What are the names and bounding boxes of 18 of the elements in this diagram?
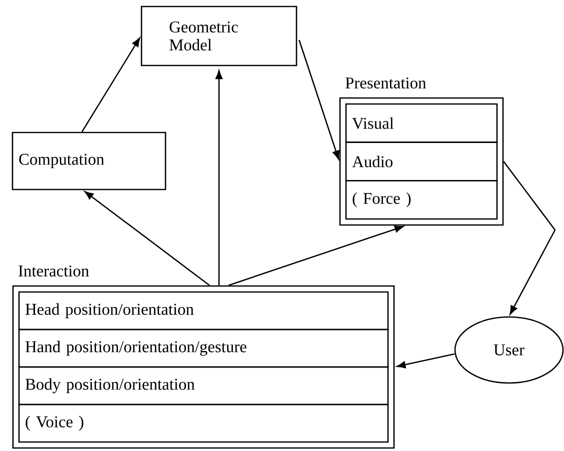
process-box: Geometric Model bbox=[140, 6, 298, 66]
arrow bbox=[215, 70, 223, 286]
group-heading: Presentation bbox=[345, 77, 426, 88]
list-row: Hand position/orientation/gesture bbox=[18, 328, 389, 368]
arrow bbox=[228, 226, 404, 286]
list-row: Audio bbox=[345, 142, 498, 182]
arrow bbox=[81, 38, 140, 132]
list-row: Visual bbox=[345, 103, 498, 143]
arrow bbox=[396, 353, 454, 368]
arrow bbox=[84, 191, 210, 286]
list-row: ( Voice ) bbox=[18, 404, 389, 443]
arrow bbox=[298, 40, 340, 160]
group-heading: Interaction bbox=[18, 265, 89, 276]
arrow bbox=[503, 161, 556, 315]
process-box: Computation bbox=[12, 132, 166, 190]
list-row: Body position/orientation bbox=[18, 366, 389, 406]
list-row: Head position/orientation bbox=[18, 291, 389, 330]
list-row: ( Force ) bbox=[345, 180, 498, 220]
